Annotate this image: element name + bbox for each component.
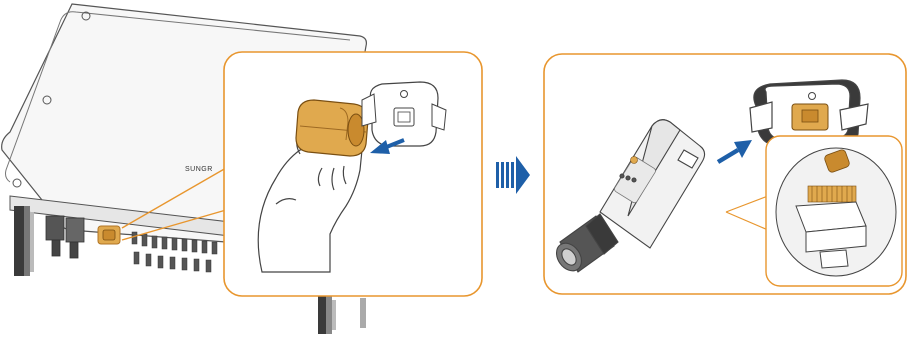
double-chevron-right-icon <box>496 156 530 194</box>
step-2-detail-panel <box>544 54 906 294</box>
com-port-socket-icon <box>362 82 446 146</box>
com-port-highlight <box>98 226 120 244</box>
inverter-logo: SUNGR <box>185 166 213 173</box>
rj45-pins-icon <box>808 186 856 202</box>
mounting-hole-icon <box>13 179 21 187</box>
waterproof-cap-icon <box>296 100 368 156</box>
step-1-detail-panel <box>224 52 482 296</box>
mounting-bracket-left <box>14 206 34 276</box>
rj45-plug-detail-inset <box>766 136 902 286</box>
mounting-bracket-right <box>318 296 366 334</box>
